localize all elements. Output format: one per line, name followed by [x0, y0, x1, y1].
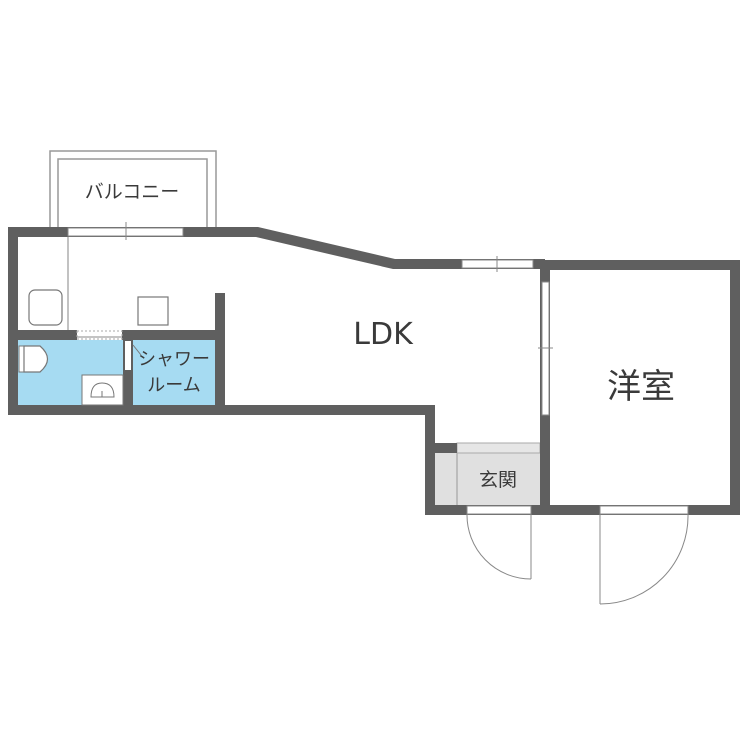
balcony-label: バルコニー — [85, 181, 180, 203]
shower-room-label-line1: シャワー — [138, 349, 210, 370]
shower-door[interactable] — [125, 341, 131, 370]
washer-space-icon — [137, 296, 169, 326]
fridge-icon — [28, 289, 63, 326]
ldk-window — [461, 256, 534, 272]
sink-icon — [81, 374, 124, 406]
toilet-door[interactable] — [76, 330, 123, 340]
ldk-label: LDK — [353, 317, 414, 352]
entrance-floor — [435, 453, 540, 505]
shower-room-label-line2: ルーム — [147, 375, 200, 396]
sliding-door-western-room[interactable] — [538, 281, 553, 416]
toilet-icon — [18, 345, 49, 373]
shower-room-area — [133, 340, 215, 405]
entrance-label: 玄関 — [479, 469, 517, 491]
western-room-label: 洋室 — [607, 367, 675, 407]
western-room-door[interactable] — [599, 505, 689, 605]
balcony-window — [67, 222, 184, 240]
entrance-door[interactable] — [466, 505, 532, 580]
